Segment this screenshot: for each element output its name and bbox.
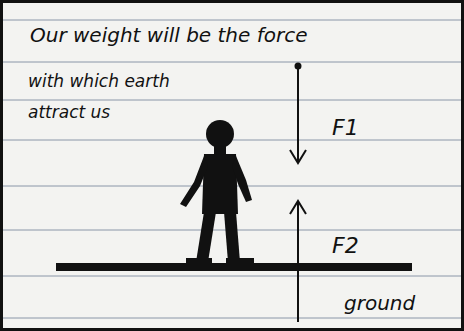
force-label: F2 bbox=[332, 234, 359, 258]
ground-bar bbox=[56, 263, 412, 271]
ruled-lines bbox=[0, 20, 464, 318]
note-text: Our weight will be the force bbox=[30, 24, 308, 46]
note-text: with which earth bbox=[28, 72, 170, 91]
person-figure bbox=[180, 120, 254, 264]
ground-label: ground bbox=[344, 292, 415, 314]
force-label: F1 bbox=[332, 116, 359, 140]
note-text: attract us bbox=[28, 103, 110, 122]
force-arrows bbox=[290, 64, 306, 323]
